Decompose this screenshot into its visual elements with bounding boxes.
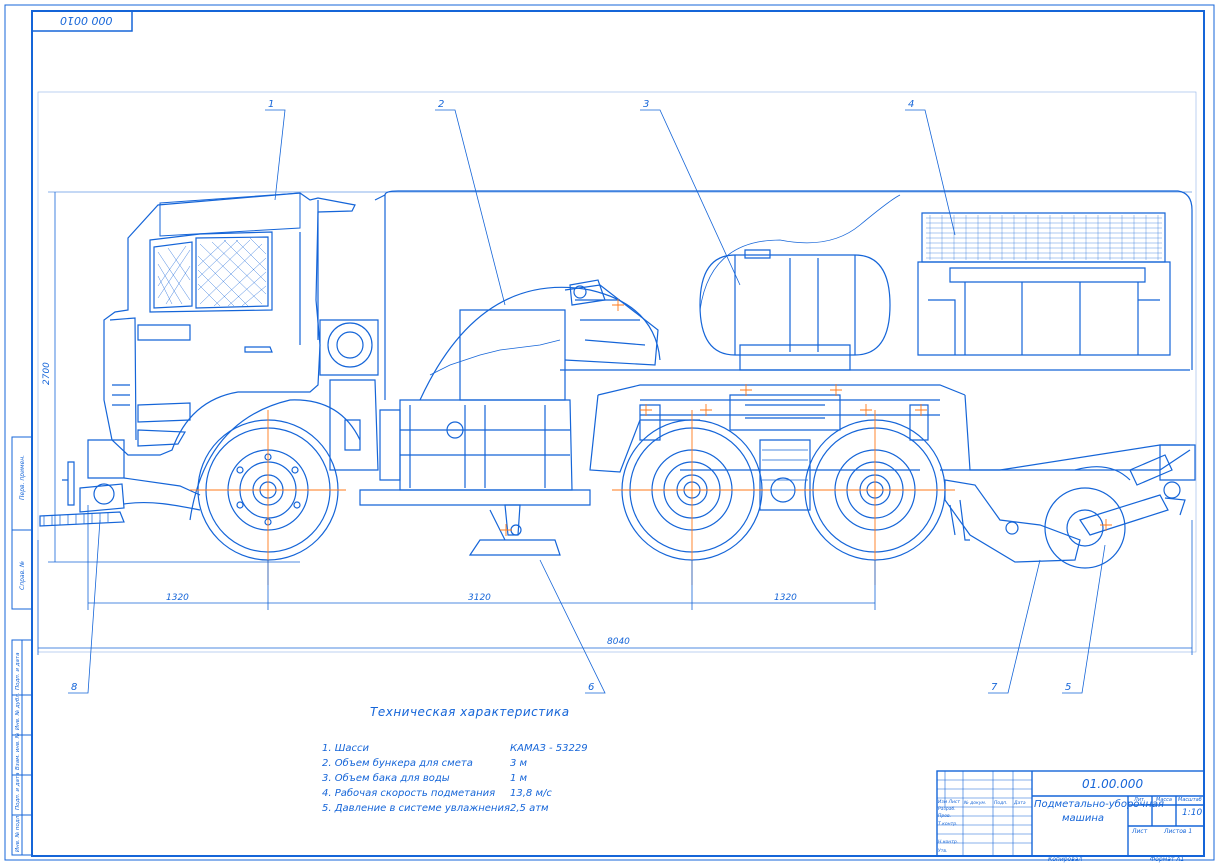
callout-2: 2 — [438, 99, 444, 110]
view-area — [37, 91, 1197, 653]
col-mass: Масса — [1156, 797, 1172, 803]
suction-nozzle — [468, 504, 561, 556]
truck-cab — [103, 192, 356, 456]
front-wheel — [189, 399, 361, 561]
callout-8: 8 — [71, 682, 77, 693]
title-block-row-labels: Изм Лист Разраб. Пров. Т.контр. Н.контр.… — [938, 800, 964, 857]
spec-value-3: 1 м — [510, 773, 528, 784]
mesh-grid — [926, 215, 1162, 260]
spec-value-4: 13,8 м/с — [510, 788, 552, 799]
stamp-label-3: Подп. и дата — [15, 652, 21, 690]
sheet-label: Лист — [1132, 828, 1148, 835]
drawing-name-2: машина — [1062, 813, 1104, 824]
dim-rear-spread: 1320 — [774, 593, 797, 603]
tb-row-label: Т.контр. — [938, 822, 958, 827]
inner-border — [31, 10, 1205, 857]
dimension-lines — [37, 191, 1193, 655]
leader-lines — [68, 109, 1106, 694]
stamp-label-5: Взам. инв. № — [15, 732, 21, 770]
debris-hopper — [379, 279, 661, 491]
stamp-label-6: Подп. и дата — [15, 772, 21, 810]
window-hatch — [157, 237, 267, 307]
drawing-name-1: Подметально-уборочная — [1034, 799, 1165, 810]
callout-5: 5 — [1065, 682, 1071, 693]
spec-label-5: 5. Давление в системе увлажнения — [322, 803, 510, 814]
format-label: Формат А1 — [1150, 856, 1185, 863]
spec-label-3: 3. Объем бака для воды — [322, 773, 450, 784]
dim-overall-length: 8040 — [607, 637, 630, 647]
col-scale: Масштаб — [1178, 797, 1202, 803]
tb-row-label: Н.контр. — [938, 840, 959, 845]
spec-value-5: 2,5 атм — [510, 803, 549, 814]
col-lit: Лит. — [1134, 797, 1146, 803]
front-brush-unit — [39, 439, 201, 527]
callout-6: 6 — [588, 682, 594, 693]
hopper-cover-outline — [699, 194, 901, 311]
spec-value-2: 3 м — [510, 758, 528, 769]
side-stamp — [11, 436, 33, 856]
rear-housing — [917, 212, 1171, 356]
stamp-label-2: Справ. № — [19, 561, 26, 590]
copied-label: Копировал — [1048, 856, 1083, 863]
corner-code: 000 0010 — [60, 14, 113, 27]
tb-header-label: Подп. — [994, 801, 1008, 806]
sheets-label: Листов 1 — [1164, 828, 1193, 835]
corner-code-box — [31, 10, 133, 32]
dim-wheelbase: 3120 — [468, 593, 491, 603]
dim-height: 2700 — [42, 362, 52, 385]
spec-label-2: 2. Объем бункера для смета — [322, 758, 473, 769]
water-tank — [699, 249, 891, 371]
designation: 01.00.000 — [1082, 777, 1144, 791]
tb-header-label: № докум. — [964, 801, 987, 806]
tb-row-label: Изм Лист — [938, 800, 960, 805]
side-stamp-labels: Перв. примен. Справ. № Подп. и дата Инв.… — [15, 455, 26, 852]
callout-4: 4 — [908, 99, 914, 110]
dim-front-overhang: 1320 — [166, 593, 189, 603]
spec-value-1: КАМАЗ - 53229 — [510, 743, 588, 754]
title-block-frame — [936, 770, 1205, 857]
scale-value: 1:10 — [1182, 808, 1203, 818]
callout-7: 7 — [991, 682, 998, 693]
tb-row-label: Разраб. — [938, 807, 956, 812]
stamp-label-7: Инв. № подл. — [15, 814, 21, 852]
stamp-label-4: Инв. № дубл. — [15, 692, 21, 730]
spec-label-4: 4. Рабочая скорость подметания — [322, 788, 496, 799]
rear-suspension — [639, 394, 929, 511]
centre-marks — [190, 299, 1112, 585]
outer-border — [4, 4, 1215, 861]
tb-row-label: Утв. — [938, 849, 948, 854]
body-outline — [384, 190, 1193, 370]
dimension-values: 2700 1320 3120 1320 8040 — [42, 362, 797, 647]
rear-brush-unit — [944, 444, 1196, 569]
tb-row-label: Пров. — [938, 814, 952, 819]
specs-title: Техническая характеристика — [370, 705, 570, 719]
tb-header-label: Дата — [1014, 801, 1026, 806]
spec-label-1: 1. Шасси — [322, 743, 370, 754]
callout-numbers: 1 2 3 4 5 6 7 8 — [71, 99, 1071, 693]
stamp-label-1: Перв. примен. — [19, 455, 26, 500]
callout-1: 1 — [268, 99, 274, 110]
callout-3: 3 — [643, 99, 649, 110]
pump-group — [319, 194, 386, 471]
